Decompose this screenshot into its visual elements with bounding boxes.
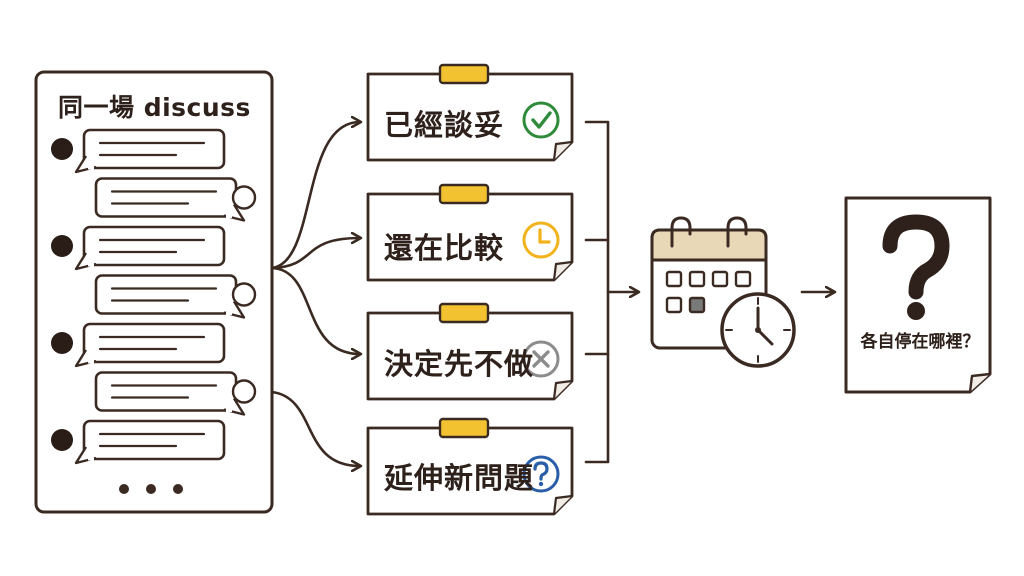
category-label-postponed: 決定先不做 bbox=[384, 347, 535, 381]
avatar-ring bbox=[231, 379, 257, 404]
category-note-agreed bbox=[366, 63, 574, 162]
tape-strip bbox=[438, 183, 490, 205]
connector-to-agreed bbox=[270, 122, 360, 270]
avatar-ring bbox=[231, 185, 257, 210]
result-label: 各自停在哪裡？ bbox=[860, 332, 980, 352]
result-card bbox=[844, 196, 992, 394]
check-circle-icon bbox=[522, 101, 560, 139]
tape-strip bbox=[438, 63, 490, 85]
tape-strip bbox=[438, 417, 490, 439]
connector-to-new-question bbox=[270, 390, 360, 466]
ellipsis-icon bbox=[119, 484, 183, 494]
avatar-dot bbox=[51, 235, 73, 257]
fan-out-connectors bbox=[270, 122, 360, 466]
category-label-comparing: 還在比較 bbox=[384, 231, 505, 265]
clock-icon bbox=[522, 221, 560, 259]
merge-bracket bbox=[584, 120, 638, 464]
question-circle-icon bbox=[522, 455, 560, 493]
chat-bubble-left bbox=[51, 128, 226, 174]
category-note-postponed bbox=[366, 302, 574, 401]
connector-to-comparing bbox=[270, 238, 360, 270]
x-circle-icon bbox=[522, 340, 560, 378]
avatar-ring bbox=[231, 282, 257, 307]
tape-strip bbox=[438, 302, 490, 324]
chat-bubble-left bbox=[51, 225, 226, 271]
avatar-dot bbox=[51, 332, 73, 354]
avatar-dot bbox=[51, 429, 73, 451]
chat-bubble-right bbox=[94, 177, 257, 222]
message-list bbox=[51, 128, 257, 465]
category-label-new-question: 延伸新問題 bbox=[384, 461, 535, 495]
chat-bubble-left bbox=[51, 322, 226, 368]
chat-bubble-right bbox=[94, 274, 257, 319]
category-note-new-question bbox=[366, 417, 574, 516]
category-label-agreed: 已經談妥 bbox=[384, 108, 505, 142]
category-note-comparing bbox=[366, 183, 574, 282]
calendar-clock-icon bbox=[650, 216, 796, 368]
connector-to-postponed bbox=[270, 266, 360, 354]
panel-title: 同一場 discuss bbox=[58, 93, 251, 122]
chat-bubble-left bbox=[51, 419, 226, 465]
question-mark-icon bbox=[882, 214, 950, 320]
discussion-panel bbox=[34, 70, 274, 514]
avatar-dot bbox=[51, 138, 73, 160]
chat-bubble-right bbox=[94, 371, 257, 416]
category-notes bbox=[366, 63, 574, 516]
